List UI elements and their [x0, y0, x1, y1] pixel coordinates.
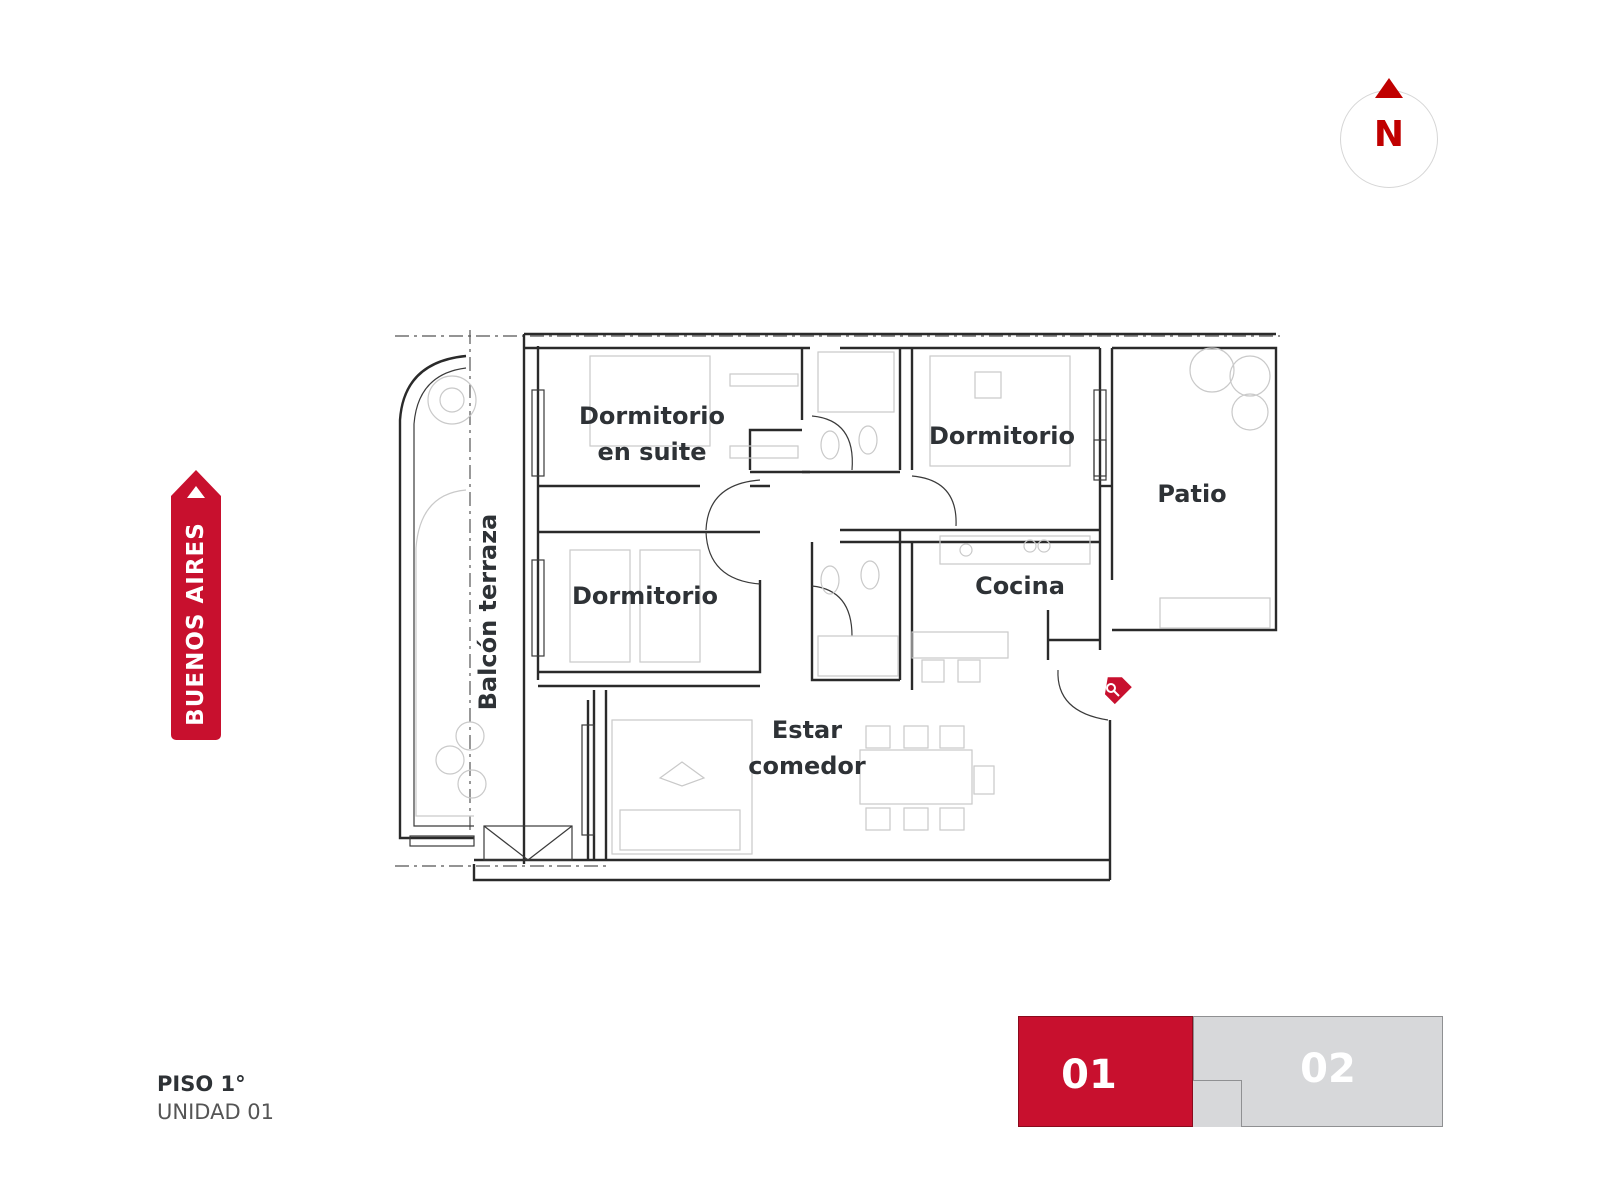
street-tag-shape: [171, 470, 221, 740]
interior-walls: [538, 348, 1112, 690]
street-label-tag: BUENOS AIRES: [171, 470, 221, 740]
exterior-walls: [472, 332, 1278, 882]
room-label-bedroom-west: Dormitorio: [572, 582, 718, 610]
floor-number: PISO 1°: [157, 1072, 246, 1096]
floor-info: PISO 1° UNIDAD 01: [157, 1072, 274, 1124]
room-label-bedroom-north: Dormitorio: [929, 422, 1075, 450]
room-label-balcony: Balcón terraza: [474, 514, 502, 711]
arrow-up-icon: [187, 486, 205, 498]
north-compass: N: [1340, 78, 1440, 190]
north-arrow-icon: [1375, 78, 1403, 98]
windows: [483, 389, 1107, 861]
balcony-terrace: [398, 354, 487, 847]
unit-number: UNIDAD 01: [157, 1100, 275, 1124]
furniture: [569, 347, 1271, 855]
unit-02-label[interactable]: 02: [1300, 1046, 1356, 1092]
room-label-patio: Patio: [1157, 480, 1226, 508]
room-label-suite-line2: en suite: [597, 438, 706, 466]
room-label-suite-line1: Dormitorio: [579, 402, 725, 430]
room-label-living-line1: Estar: [772, 716, 842, 744]
unit-01-label[interactable]: 01: [1061, 1052, 1117, 1098]
key-icon: [1104, 677, 1132, 705]
compass-letter: N: [1373, 114, 1405, 155]
room-label-living-line2: comedor: [748, 752, 866, 780]
unit-selector: 01 02: [1018, 1016, 1443, 1127]
street-name: BUENOS AIRES: [183, 522, 209, 726]
room-label-kitchen: Cocina: [975, 572, 1065, 600]
door-swings: [705, 415, 1109, 721]
unit-01-button[interactable]: [1018, 1016, 1193, 1127]
